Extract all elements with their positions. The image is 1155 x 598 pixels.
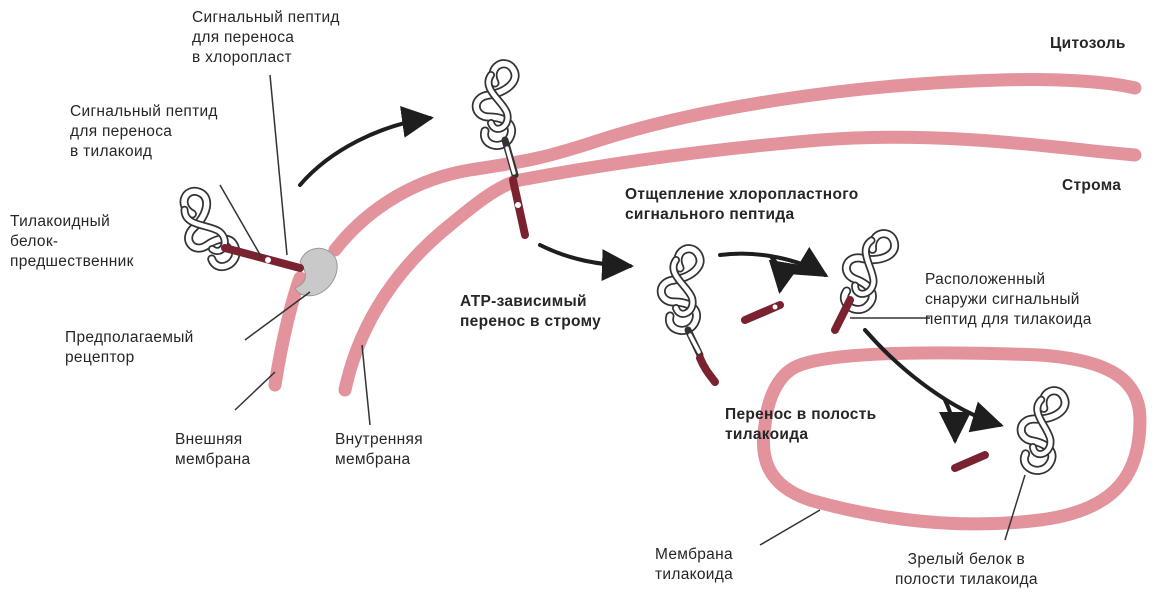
label-cytosol: Цитозоль: [1050, 35, 1126, 52]
leader-signal-thylakoid: [219, 184, 263, 259]
outer-envelope-membrane: [268, 72, 1142, 392]
label-lumen-transfer: Перенос в полость тилакоида: [725, 406, 877, 443]
protein-with-thylakoid-signal: [834, 225, 898, 334]
arrow-cleaved-peptide: [768, 256, 801, 294]
leader-receptor: [244, 291, 311, 341]
leader-mature-protein: [1004, 474, 1026, 541]
label-mature-protein: Зрелый белок в полости тилакоида: [895, 551, 1038, 588]
mature-protein: [1015, 386, 1067, 473]
arrow-to-envelope: [298, 106, 434, 187]
arrow-to-cleavage: [718, 246, 829, 278]
cleaved-thylakoid-signal-peptide: [951, 451, 989, 472]
label-precursor: Тилакоидный белок- предшественник: [10, 213, 134, 270]
label-atp-transfer: АТР-зависимый перенос в строму: [460, 293, 602, 330]
label-cleavage: Отщепление хлоропластного сигнального пе…: [625, 186, 859, 223]
label-signal-thylakoid: Сигнальный пептид для переноса в тилакои…: [70, 103, 218, 160]
stromal-protein: [661, 249, 719, 386]
leader-thylakoid-membrane: [759, 509, 821, 546]
precursor-protein: [166, 187, 304, 276]
label-thylakoid-membrane: Мембрана тилакоида: [655, 546, 734, 583]
label-signal-chloroplast: Сигнальный пептид для переноса в хлоропл…: [192, 9, 340, 66]
leader-signal-chloroplast: [269, 74, 288, 256]
leader-inner-membrane: [361, 344, 371, 426]
label-outer-membrane: Внешняя мембрана: [175, 431, 251, 468]
label-exposed-signal: Расположенный снаружи сигнальный пептид …: [925, 271, 1092, 328]
arrow-to-stroma: [538, 243, 634, 282]
arrow-to-lumen: [863, 328, 1004, 433]
thylakoid-membrane: [756, 346, 1147, 531]
receptor-shape: [294, 247, 338, 297]
arrow-lumen-peptide: [938, 398, 971, 444]
leader-outer-membrane: [234, 371, 276, 411]
protein-crossing-envelope: [476, 64, 529, 239]
label-receptor: Предполагаемый рецептор: [65, 329, 194, 366]
label-stroma: Строма: [1062, 177, 1122, 194]
label-inner-membrane: Внутренняя мембрана: [335, 431, 423, 468]
inner-envelope-membrane: [338, 130, 1142, 397]
